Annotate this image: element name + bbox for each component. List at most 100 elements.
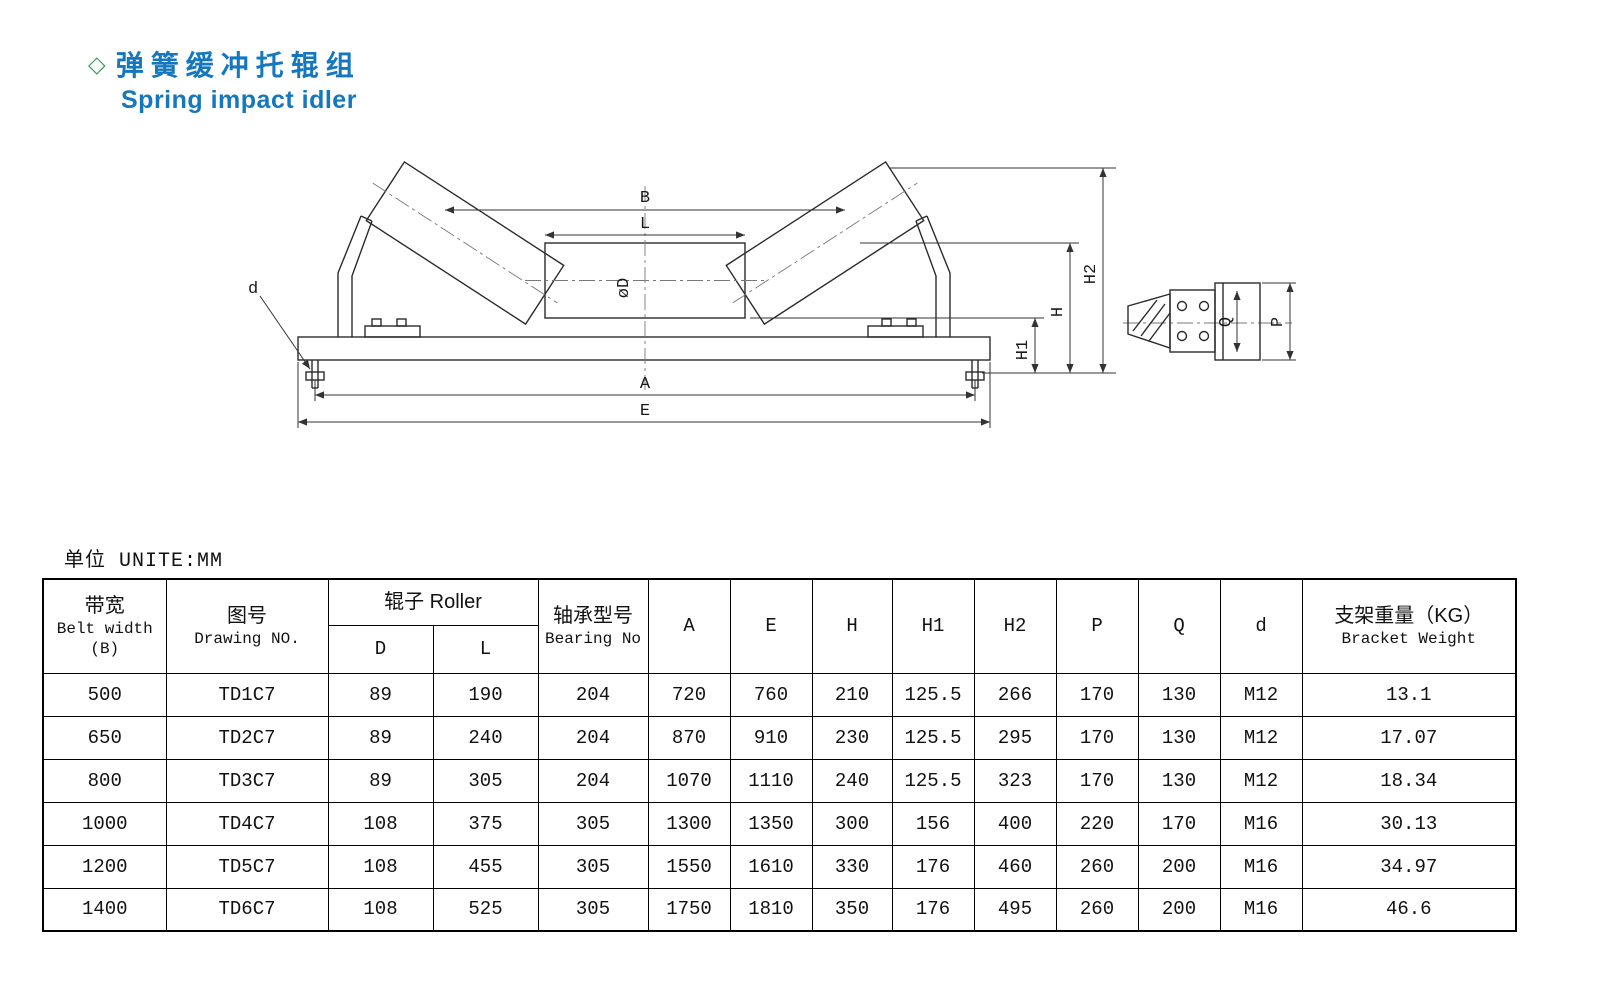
table-cell: 200 <box>1137 844 1221 889</box>
dim-label-b: B <box>640 189 650 208</box>
table-cell: 170 <box>1055 672 1139 717</box>
table-cell: 13.1 <box>1301 672 1517 717</box>
header-text-cn: 图号 <box>227 605 267 628</box>
header-text-en: Drawing NO. <box>194 630 300 649</box>
table-cell: 176 <box>891 887 975 932</box>
page-title-cn-text: 弹簧缓冲托辊组 <box>115 50 361 81</box>
table-cell: 190 <box>432 672 539 717</box>
table-cell: 200 <box>1137 887 1221 932</box>
table-cell: 46.6 <box>1301 887 1517 932</box>
table-cell: 650 <box>42 715 167 760</box>
table-cell: 240 <box>432 715 539 760</box>
right-bracket <box>926 215 951 337</box>
col-header-d: d <box>1219 578 1303 674</box>
table-cell: 130 <box>1137 758 1221 803</box>
dim-label-h: H <box>1049 307 1068 317</box>
table-cell: 350 <box>811 887 893 932</box>
table-cell: 156 <box>891 801 975 846</box>
dim-label-q: Q <box>1217 317 1236 327</box>
header-text-en: Bracket Weight <box>1341 630 1476 649</box>
table-cell: 34.97 <box>1301 844 1517 889</box>
table-cell: 1300 <box>647 801 731 846</box>
table-cell: 108 <box>327 887 434 932</box>
dim-label-h1: H1 <box>1014 340 1033 360</box>
table-cell: 1200 <box>42 844 167 889</box>
header-text-sub: (B) <box>90 640 120 659</box>
table-cell: 204 <box>537 672 649 717</box>
dim-label-e: E <box>640 402 650 421</box>
table-cell: 240 <box>811 758 893 803</box>
table-cell: 130 <box>1137 672 1221 717</box>
table-cell: 220 <box>1055 801 1139 846</box>
table-cell: 108 <box>327 844 434 889</box>
table-cell: 1750 <box>647 887 731 932</box>
table-cell: 1000 <box>42 801 167 846</box>
table-cell: 1070 <box>647 758 731 803</box>
center-lines <box>372 182 1292 390</box>
base-plate <box>297 336 991 361</box>
table-cell: 89 <box>327 758 434 803</box>
header-text: A <box>683 615 695 638</box>
table-cell: 1610 <box>729 844 813 889</box>
table-cell: 210 <box>811 672 893 717</box>
dim-label-od: øD <box>615 278 634 298</box>
header-text: L <box>479 638 492 660</box>
col-header-drawing-no: 图号 Drawing NO. <box>165 578 329 674</box>
table-cell: 125.5 <box>891 715 975 760</box>
side-view <box>1127 282 1261 361</box>
table-cell: TD3C7 <box>165 758 329 803</box>
dimension-lines <box>259 167 1296 428</box>
table-cell: TD5C7 <box>165 844 329 889</box>
col-header-a: A <box>647 578 731 674</box>
header-text: P <box>1091 615 1103 638</box>
col-header-roller-l: L <box>432 624 539 674</box>
header-text-en: Belt width <box>56 620 153 639</box>
table-cell: 305 <box>432 758 539 803</box>
table-cell: 375 <box>432 801 539 846</box>
header-text: d <box>1255 615 1267 638</box>
table-cell: 455 <box>432 844 539 889</box>
col-header-h1: H1 <box>891 578 975 674</box>
table-cell: 108 <box>327 801 434 846</box>
table-cell: M12 <box>1219 758 1303 803</box>
page-title-cn: ◇ 弹簧缓冲托辊组 <box>88 44 361 84</box>
table-cell: 125.5 <box>891 758 975 803</box>
technical-drawing: B L øD d A E H1 H H2 Q P <box>230 138 1370 478</box>
header-text: Q <box>1173 615 1185 638</box>
page-title-en: Spring impact idler <box>121 86 357 114</box>
table-cell: 1550 <box>647 844 731 889</box>
table-cell: 323 <box>973 758 1057 803</box>
table-cell: 460 <box>973 844 1057 889</box>
table-cell: 266 <box>973 672 1057 717</box>
table-cell: 130 <box>1137 715 1221 760</box>
table-cell: TD2C7 <box>165 715 329 760</box>
table-cell: 170 <box>1055 715 1139 760</box>
table-cell: 260 <box>1055 887 1139 932</box>
table-cell: 870 <box>647 715 731 760</box>
dimension-labels: B L øD d A E H1 H H2 Q P <box>248 189 1288 421</box>
left-bracket <box>337 215 362 337</box>
header-text: H <box>846 615 858 638</box>
table-cell: 305 <box>537 844 649 889</box>
table-cell: 1350 <box>729 801 813 846</box>
table-cell: 1400 <box>42 887 167 932</box>
dim-label-a: A <box>640 375 651 394</box>
channel-section <box>1214 282 1261 361</box>
header-text-cn: 支架重量（KG） <box>1334 605 1484 628</box>
table-cell: M16 <box>1219 887 1303 932</box>
table-cell: 1110 <box>729 758 813 803</box>
spec-table: 带宽 Belt width (B) 图号 Drawing NO. 辊子 Roll… <box>42 578 1518 932</box>
table-cell: TD1C7 <box>165 672 329 717</box>
spec-table-head: 带宽 Belt width (B) 图号 Drawing NO. 辊子 Roll… <box>42 578 1517 674</box>
table-cell: 17.07 <box>1301 715 1517 760</box>
table-cell: 125.5 <box>891 672 975 717</box>
col-header-roller-d: D <box>327 624 434 674</box>
table-cell: 176 <box>891 844 975 889</box>
table-cell: 400 <box>973 801 1057 846</box>
